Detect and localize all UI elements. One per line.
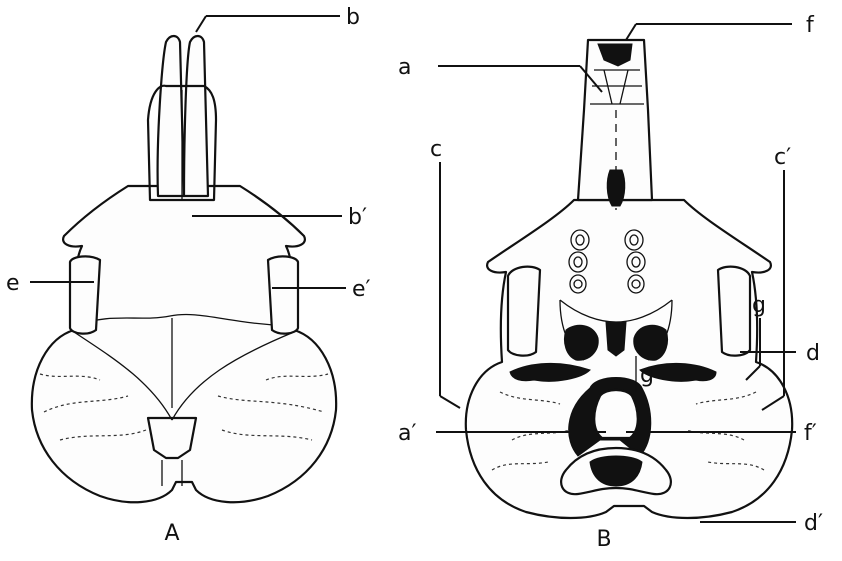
panel-a-skull bbox=[32, 36, 336, 502]
panel-a-interparietal bbox=[148, 418, 196, 458]
panel-a-incisor-right bbox=[184, 36, 208, 196]
label-a: a bbox=[398, 55, 411, 80]
label-g-right: g bbox=[752, 293, 766, 318]
label-f-prime: f′ bbox=[804, 421, 817, 446]
panel-b-skull bbox=[466, 40, 792, 518]
panel-b-foramen-magnum bbox=[594, 390, 638, 438]
label-b: b bbox=[346, 5, 360, 30]
caption-b: B bbox=[596, 527, 611, 552]
label-e: e bbox=[6, 271, 20, 296]
panel-a-incisor-left bbox=[158, 36, 184, 196]
panel-b-zygoma-left bbox=[508, 267, 540, 356]
caption-a: A bbox=[164, 521, 179, 546]
label-c: c bbox=[430, 137, 442, 162]
panel-a-orbit-left bbox=[70, 256, 100, 333]
label-e-prime: e′ bbox=[352, 277, 371, 302]
panel-b-zygoma-right bbox=[718, 267, 750, 356]
panel-b-incisive-foramen bbox=[607, 170, 625, 206]
label-d-prime: d′ bbox=[804, 511, 823, 536]
panel-a-orbit-right bbox=[268, 256, 298, 333]
label-f: f bbox=[806, 13, 815, 38]
label-g-center: g bbox=[640, 363, 654, 388]
label-d: d bbox=[806, 341, 820, 366]
label-c-prime: c′ bbox=[774, 145, 791, 170]
label-b-prime: b′ bbox=[348, 205, 367, 230]
label-a-prime: a′ bbox=[398, 421, 416, 446]
